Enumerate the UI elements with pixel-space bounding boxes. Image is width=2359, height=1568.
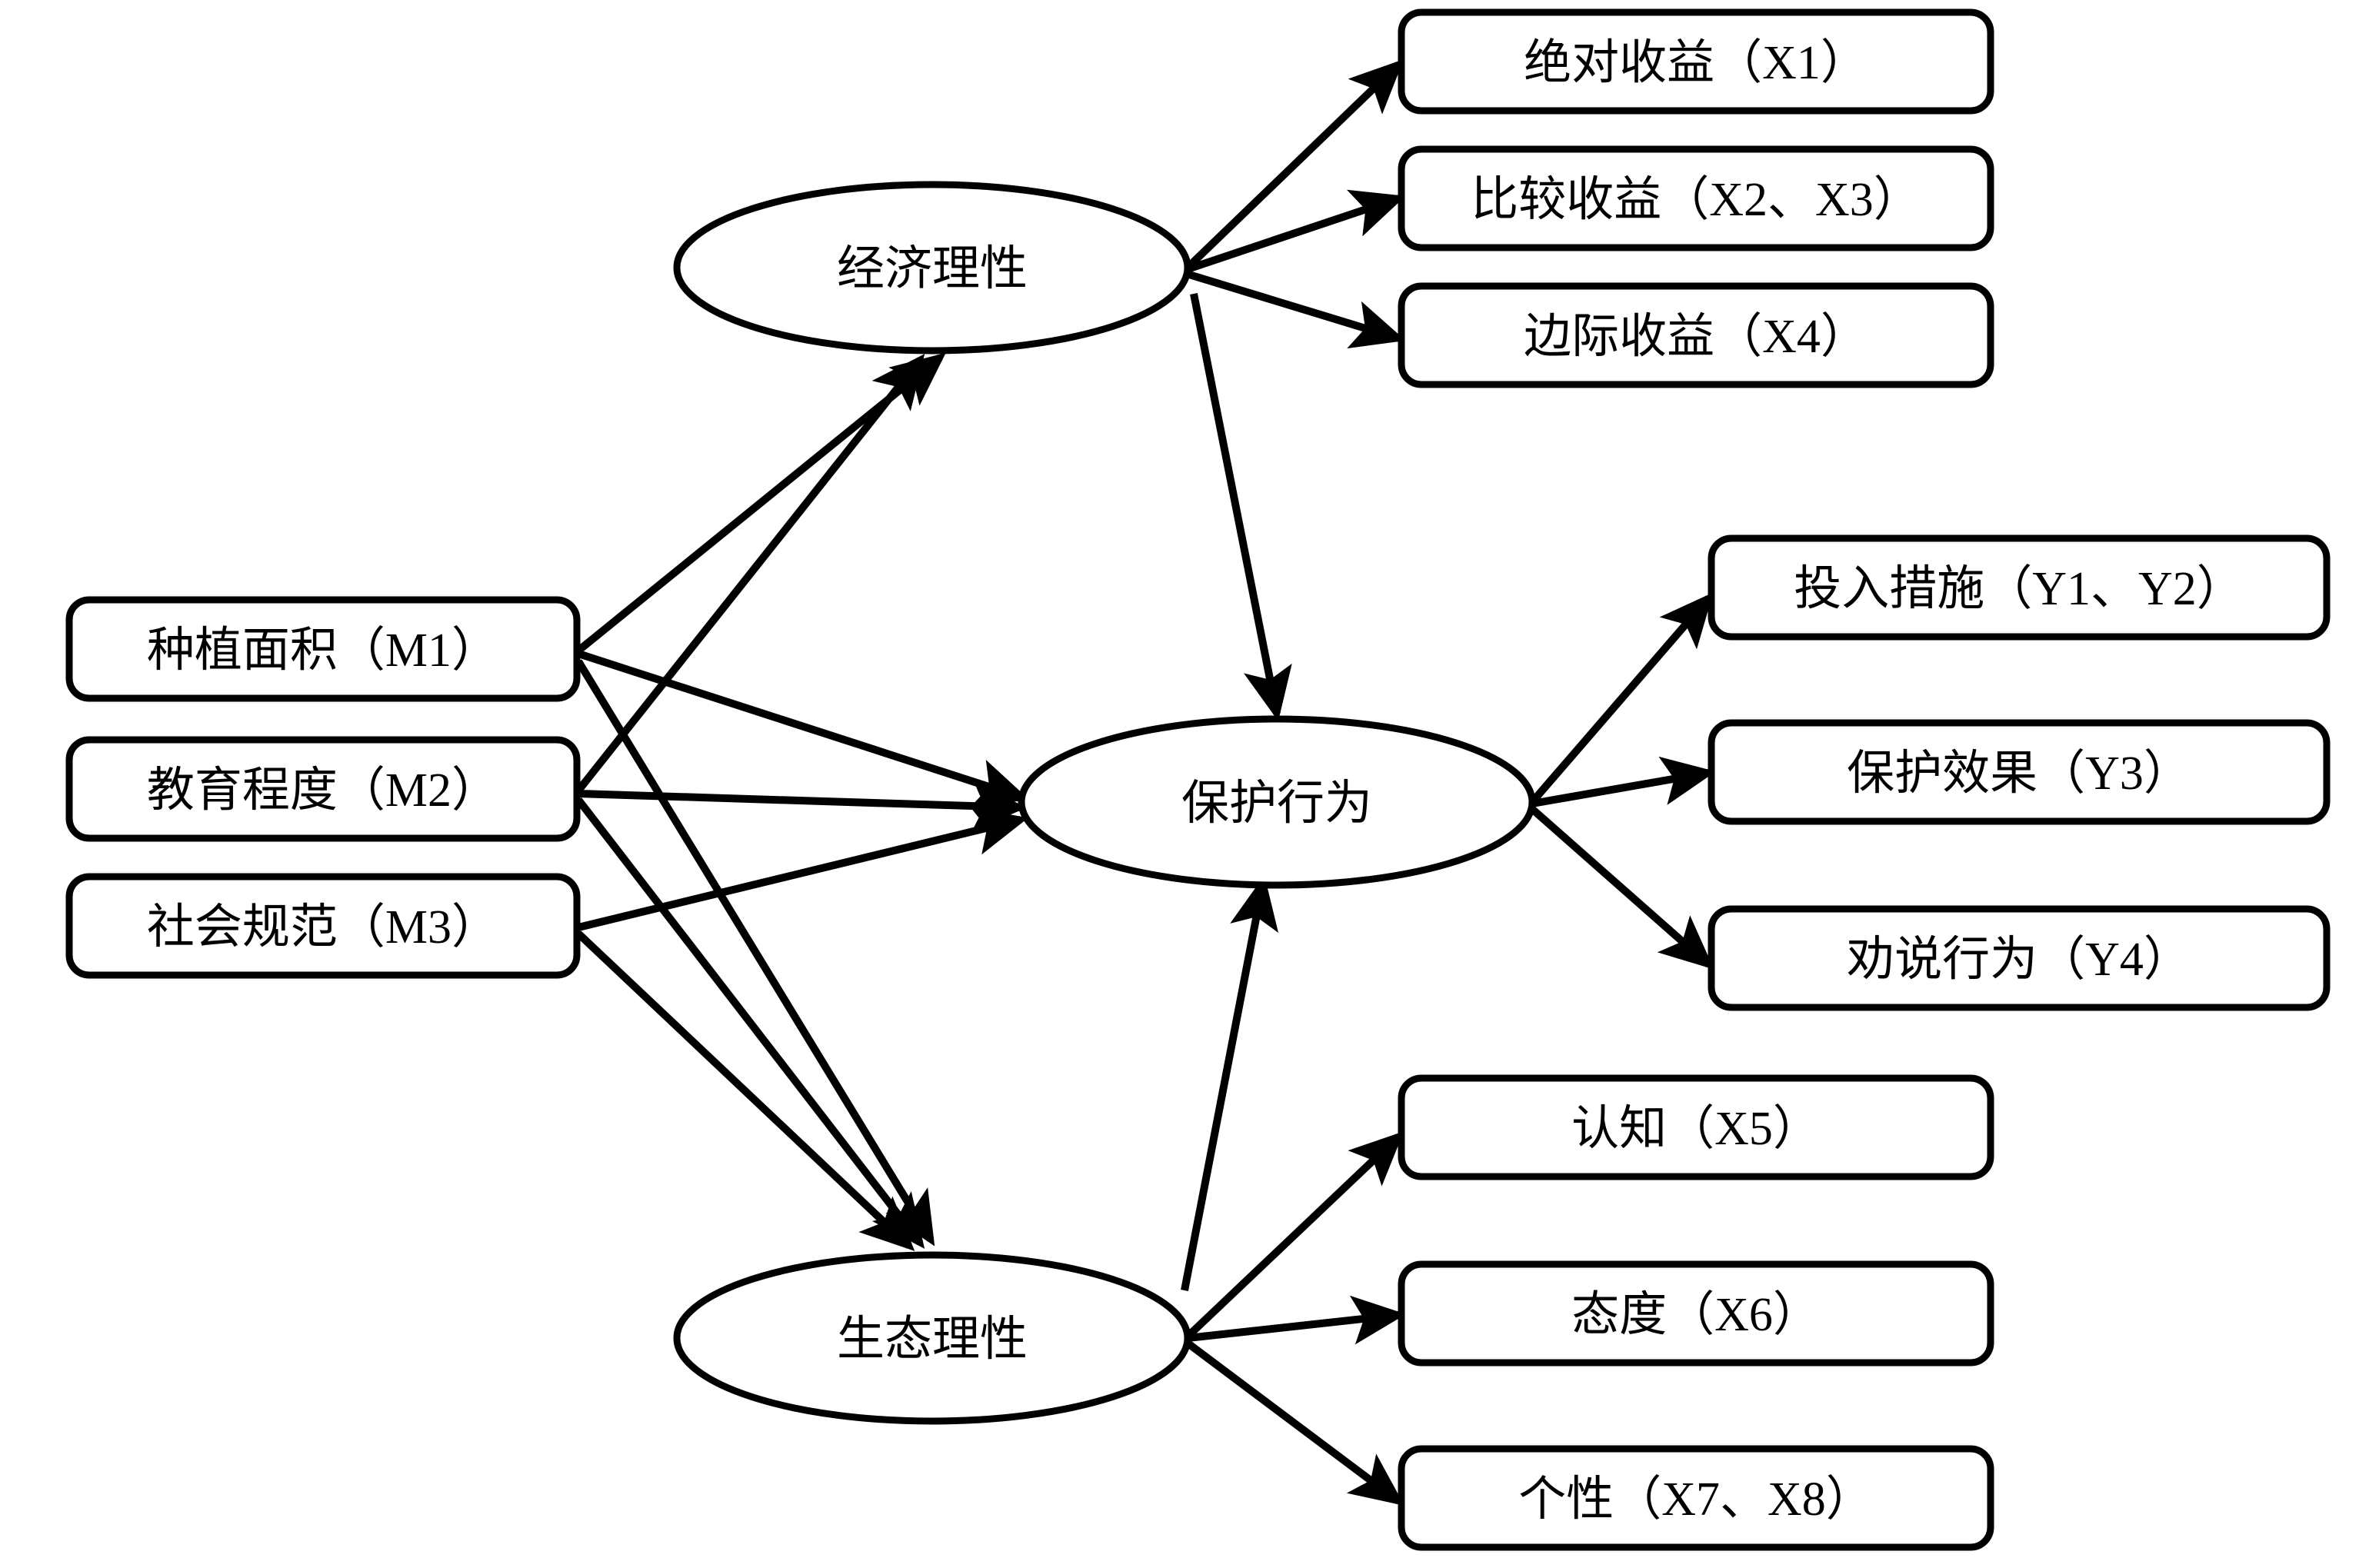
node-box-y4[interactable]: 劝说行为（Y4） [1708,905,2331,1011]
edge-group [575,59,1716,1506]
edge-m1-to-eco [575,659,935,1247]
box-shape [1398,1260,1994,1367]
edge-econ-to-behavior [1190,293,1292,721]
econ-indicator-box-group: 绝对收益（X1） 比较收益（X2、X3） 边际收益（X4） [1398,8,1994,388]
node-label-economic-rationality: 经济理性 [837,243,1028,295]
ellipse-shape [673,1251,1191,1425]
box-shape [1398,1445,1994,1551]
edge-eco-to-x6 [1187,1295,1406,1345]
node-box-x6[interactable]: 态度（X6） [1398,1260,1994,1367]
box-shape [65,736,581,842]
behavior-indicator-box-group: 投入措施（Y1、Y2） 保护效果（Y3） 劝说行为（Y4） [1708,534,2331,1011]
edge-eco-to-x5 [1184,1131,1404,1340]
node-label-m2: 教育程度（M2） [147,764,499,817]
node-label-m1: 种植面积（M1） [147,624,499,677]
node-label-x4: 边际收益（X4） [1524,311,1868,363]
moderator-box-group: 种植面积（M1） 教育程度（M2） 社会规范（M3） [65,596,581,979]
node-ellipse-ecological-rationality[interactable]: 生态理性 [673,1251,1191,1425]
node-label-y3: 保护效果（Y3） [1847,747,2191,800]
edge-econ-to-x1 [1184,59,1404,271]
box-shape [1398,1074,1994,1180]
box-shape [1708,534,2331,641]
edge-behavior-to-y4 [1529,806,1714,970]
box-shape [1398,145,1994,251]
latent-node-group: 经济理性 保护行为 生态理性 [673,181,1536,1425]
ellipse-shape [673,181,1191,355]
edge-m2-to-econ [575,354,925,794]
box-shape [1708,719,2331,825]
node-label-y4: 劝说行为（Y4） [1847,934,2191,986]
node-label-x1: 绝对收益（X1） [1524,37,1868,89]
box-shape [1398,8,1994,115]
box-shape [1398,282,1994,388]
node-box-y1y2[interactable]: 投入措施（Y1、Y2） [1708,534,2331,641]
box-shape [65,873,581,979]
node-box-m2[interactable]: 教育程度（M2） [65,736,581,842]
box-shape [1708,905,2331,1011]
node-label-m3: 社会规范（M3） [147,901,499,954]
ellipse-shape [1018,715,1536,889]
node-box-m1[interactable]: 种植面积（M1） [65,596,581,702]
node-label-x7x8: 个性（X7、X8） [1518,1473,1874,1526]
node-box-y3[interactable]: 保护效果（Y3） [1708,719,2331,825]
edge-econ-to-x4 [1188,271,1406,349]
edge-eco-to-x7x8 [1187,1341,1404,1506]
node-label-y1y2: 投入措施（Y1、Y2） [1794,563,2244,615]
edge-m1-to-behavior [577,650,1030,807]
edge-econ-to-x2x3 [1186,189,1406,273]
node-label-ecological-rationality: 生态理性 [837,1313,1028,1366]
edge-behavior-to-y3 [1531,756,1716,807]
node-box-x1[interactable]: 绝对收益（X1） [1398,8,1994,115]
edge-eco-to-behavior [1181,875,1279,1291]
box-shape [65,596,581,702]
node-ellipse-economic-rationality[interactable]: 经济理性 [673,181,1191,355]
node-box-x4[interactable]: 边际收益（X4） [1398,282,1994,388]
edge-behavior-to-y1y2 [1529,592,1714,805]
edge-m3-to-behavior [577,807,1028,931]
node-box-x5[interactable]: 认知（X5） [1398,1074,1994,1180]
edge-m2-to-behavior [578,781,1027,831]
node-ellipse-protective-behavior[interactable]: 保护行为 [1018,715,1536,889]
node-label-x6: 态度（X6） [1571,1289,1821,1341]
eco-indicator-box-group: 认知（X5） 态度（X6） 个性（X7、X8） [1398,1074,1994,1551]
node-label-x2x3: 比较收益（X2、X3） [1471,174,1921,226]
node-label-x5: 认知（X5） [1571,1103,1821,1155]
node-label-protective-behavior: 保护行为 [1181,777,1372,830]
node-box-x7x8[interactable]: 个性（X7、X8） [1398,1445,1994,1551]
node-box-m3[interactable]: 社会规范（M3） [65,873,581,979]
edge-m2-to-eco [575,797,925,1249]
edge-m3-to-eco [575,930,915,1251]
node-box-x2x3[interactable]: 比较收益（X2、X3） [1398,145,1994,251]
